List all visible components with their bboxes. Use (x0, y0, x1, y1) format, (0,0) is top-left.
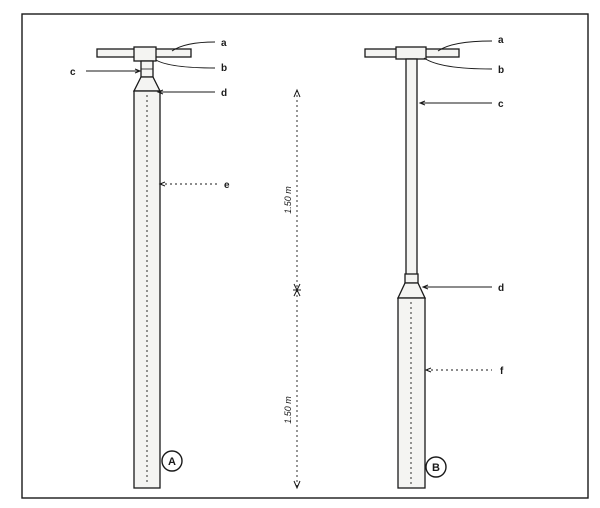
tool-a-handle-block (133, 46, 157, 62)
tool-b-collar (396, 282, 427, 299)
tool-a-label-a: a (221, 38, 227, 49)
dimension-lower: 1.50 m (283, 396, 293, 424)
tool-a-leader-b (155, 59, 216, 69)
tool-b-rod (405, 58, 418, 278)
tool-b-label-b: b (498, 65, 504, 76)
tool-a-label-d: d (221, 88, 227, 99)
tool-b-marker (425, 456, 447, 478)
tool-b-handle-block (395, 46, 427, 60)
tool-a-leader-a (171, 41, 216, 52)
tool-b: a b c d f B (364, 35, 504, 489)
tool-b-leader-a (437, 40, 493, 52)
dimension-line: 1.50 m 1.50 m (283, 88, 301, 490)
tool-a-marker (161, 450, 183, 472)
tool-b-label-d: d (498, 283, 504, 294)
tool-a: a b c d e A (70, 38, 230, 489)
tool-b-label-a: a (498, 35, 504, 46)
tool-b-coupling (404, 273, 419, 284)
tool-b-label-c: c (498, 99, 504, 110)
tool-b-leader-b (423, 57, 493, 70)
tool-b-tube (397, 297, 426, 489)
tool-b-marker-letter: B (432, 462, 440, 474)
tool-a-label-b: b (221, 63, 227, 74)
tool-a-marker-letter: A (168, 456, 176, 468)
figure-frame (21, 13, 589, 499)
dimension-upper: 1.50 m (283, 186, 293, 214)
tool-a-label-c: c (70, 67, 76, 78)
tool-a-label-e: e (224, 180, 230, 191)
tool-a-collar (132, 76, 162, 92)
tool-b-label-f: f (500, 366, 504, 377)
